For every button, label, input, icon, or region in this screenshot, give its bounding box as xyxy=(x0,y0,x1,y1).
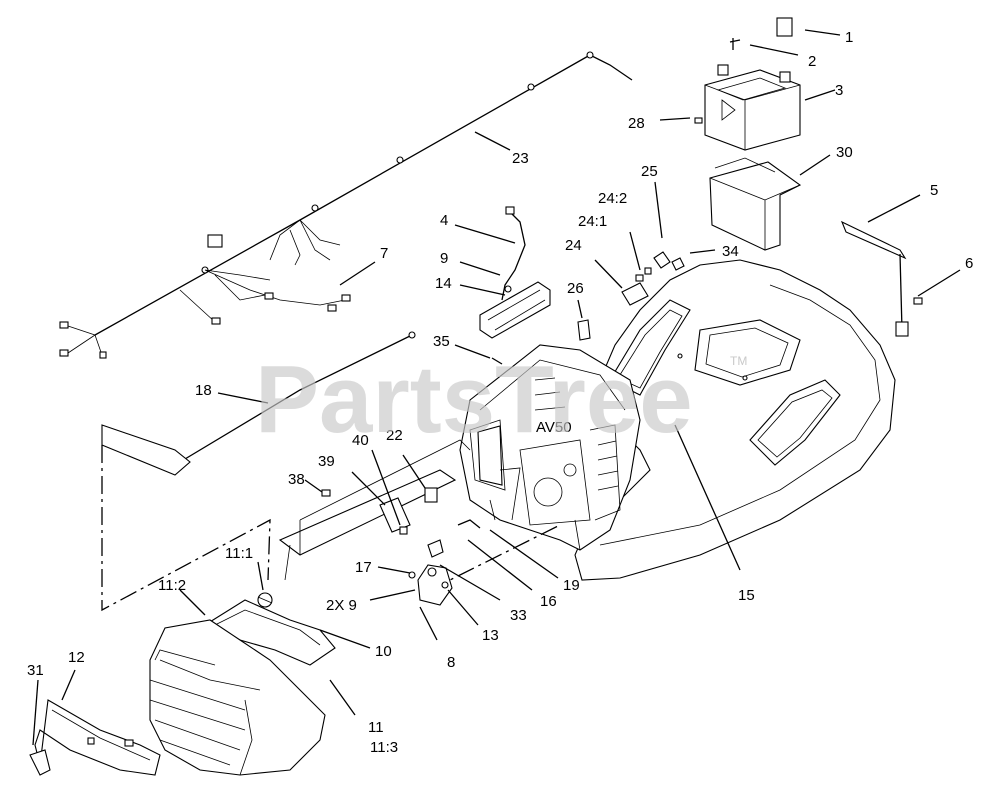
callout-13: 13 xyxy=(482,627,499,644)
callout-24-2: 24:2 xyxy=(598,190,627,207)
knob-part-25[interactable] xyxy=(653,251,671,269)
callout-2: 2 xyxy=(808,53,816,70)
callout-28: 28 xyxy=(628,115,645,132)
wire-harness-part-23[interactable] xyxy=(59,51,633,359)
callout-24: 24 xyxy=(565,237,582,254)
callout-30: 30 xyxy=(836,144,853,161)
nut-part-28[interactable] xyxy=(694,117,703,124)
trim-part-31[interactable] xyxy=(29,749,51,776)
fender-pan-part-15[interactable] xyxy=(574,259,896,581)
callout-3: 3 xyxy=(835,82,843,99)
connector-part-33[interactable] xyxy=(427,539,444,558)
grille-bracket-part-10[interactable] xyxy=(203,599,336,666)
callout-9: 9 xyxy=(440,250,448,267)
callout-23: 23 xyxy=(512,150,529,167)
callout-24-1: 24:1 xyxy=(578,213,607,230)
part-marking-text: AV50 xyxy=(536,419,572,436)
clip-part-34[interactable] xyxy=(671,257,685,271)
callout-4: 4 xyxy=(440,212,448,229)
callout-34: 34 xyxy=(722,243,739,260)
callout-16: 16 xyxy=(540,593,557,610)
screw-part-17[interactable] xyxy=(408,571,416,579)
dash-pedestal-body[interactable] xyxy=(459,344,641,551)
callout-18: 18 xyxy=(195,382,212,399)
connector-part-26[interactable] xyxy=(577,319,591,341)
callout-6: 6 xyxy=(965,255,973,272)
callout-11-3: 11:3 xyxy=(370,739,398,756)
callout-25: 25 xyxy=(641,163,658,180)
callout-11: 11 xyxy=(368,719,384,736)
callout-38: 38 xyxy=(288,471,305,488)
callout-40: 40 xyxy=(352,432,369,449)
bracket-part-39[interactable] xyxy=(379,497,411,533)
socket-part-24-2[interactable] xyxy=(644,267,652,275)
battery-hold-down-part-5[interactable] xyxy=(840,220,923,337)
battery-part-3[interactable] xyxy=(704,64,801,151)
callout-39: 39 xyxy=(318,453,335,470)
callout-10: 10 xyxy=(375,643,392,660)
cable-part-18[interactable] xyxy=(101,331,416,476)
callout-12: 12 xyxy=(68,649,85,666)
bulb-part-24-1[interactable] xyxy=(635,274,644,282)
terminal-cap-part-1[interactable] xyxy=(776,17,793,37)
bumper-part-12[interactable] xyxy=(34,699,161,776)
mount-part-11-1[interactable] xyxy=(257,592,273,608)
callout-8: 8 xyxy=(447,654,455,671)
callout-5: 5 xyxy=(930,182,938,199)
callout-15: 15 xyxy=(738,587,755,604)
wire-part-16[interactable] xyxy=(457,519,481,529)
callout-1: 1 xyxy=(845,29,853,46)
callout-11-1: 11:1 xyxy=(225,545,253,562)
solenoid-part-13[interactable] xyxy=(417,564,453,606)
relay-part-22[interactable] xyxy=(424,487,438,503)
callout-14: 14 xyxy=(435,275,452,292)
watermark-text: PartsTree xyxy=(255,346,693,453)
battery-box-part-30[interactable] xyxy=(709,157,802,251)
watermark: PartsTree TM xyxy=(255,346,747,453)
bolt-part-40[interactable] xyxy=(399,526,408,535)
watermark-trademark: TM xyxy=(730,354,747,368)
pin-part-35[interactable] xyxy=(491,357,503,365)
bolt-part-2[interactable] xyxy=(729,38,741,50)
rail-assembly-part-38[interactable] xyxy=(278,439,471,581)
callout-labels: 1 2 3 28 30 5 6 23 4 9 14 7 18 35 26 24 … xyxy=(27,29,973,756)
reference-lines xyxy=(101,445,561,612)
grille-part-11[interactable] xyxy=(149,619,326,776)
bracket-part-14[interactable] xyxy=(479,281,551,339)
callout-17: 17 xyxy=(355,559,372,576)
leader-lines xyxy=(32,29,961,746)
callout-22: 22 xyxy=(386,427,403,444)
callout-31: 31 xyxy=(27,662,44,679)
callout-11-2: 11:2 xyxy=(158,577,186,594)
callout-2x9: 2X 9 xyxy=(326,597,357,614)
screw-part-9[interactable] xyxy=(504,285,512,293)
callout-7: 7 xyxy=(380,245,388,262)
callout-35: 35 xyxy=(433,333,450,350)
callout-26: 26 xyxy=(567,280,584,297)
cable-part-4[interactable] xyxy=(501,206,526,301)
callout-33: 33 xyxy=(510,607,527,624)
switch-part-24[interactable] xyxy=(621,282,649,306)
callout-19: 19 xyxy=(563,577,580,594)
